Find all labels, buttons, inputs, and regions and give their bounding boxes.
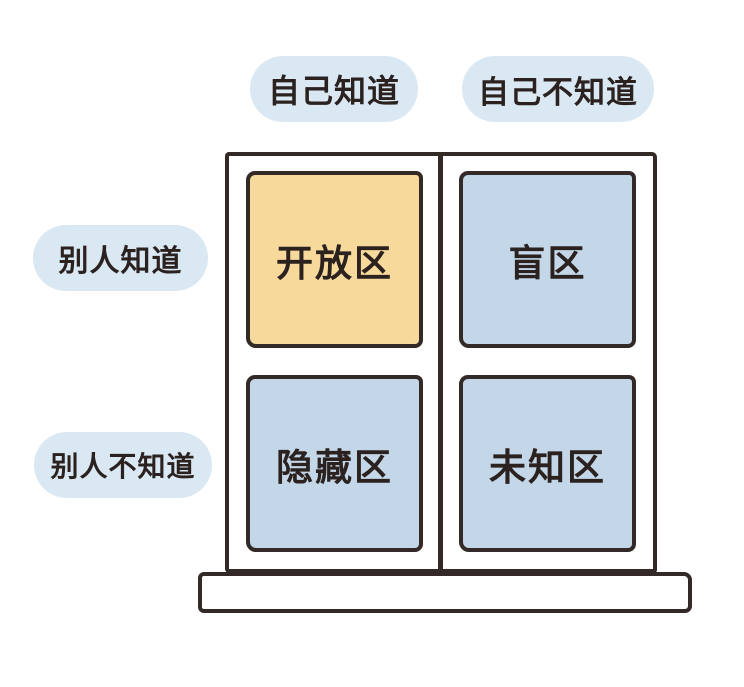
quadrant-open-area: 开放区 bbox=[246, 171, 423, 348]
quadrant-hidden-area-label: 隐藏区 bbox=[276, 446, 393, 488]
quadrant-unknown-area-label: 未知区 bbox=[489, 446, 606, 488]
quadrant-unknown-area: 未知区 bbox=[459, 375, 636, 552]
column-label-self-known: 自己知道 bbox=[250, 56, 418, 122]
row-label-others-unknown: 别人不知道 bbox=[34, 432, 212, 498]
quadrant-open-area-label: 开放区 bbox=[276, 242, 393, 284]
quadrant-blind-area: 盲区 bbox=[459, 171, 636, 348]
window-sill bbox=[198, 572, 692, 613]
row-label-others-known: 别人知道 bbox=[33, 225, 208, 291]
quadrant-hidden-area: 隐藏区 bbox=[246, 375, 423, 552]
window-mullion bbox=[438, 154, 443, 573]
column-label-self-unknown: 自己不知道 bbox=[462, 56, 654, 122]
quadrant-blind-area-label: 盲区 bbox=[508, 242, 587, 284]
